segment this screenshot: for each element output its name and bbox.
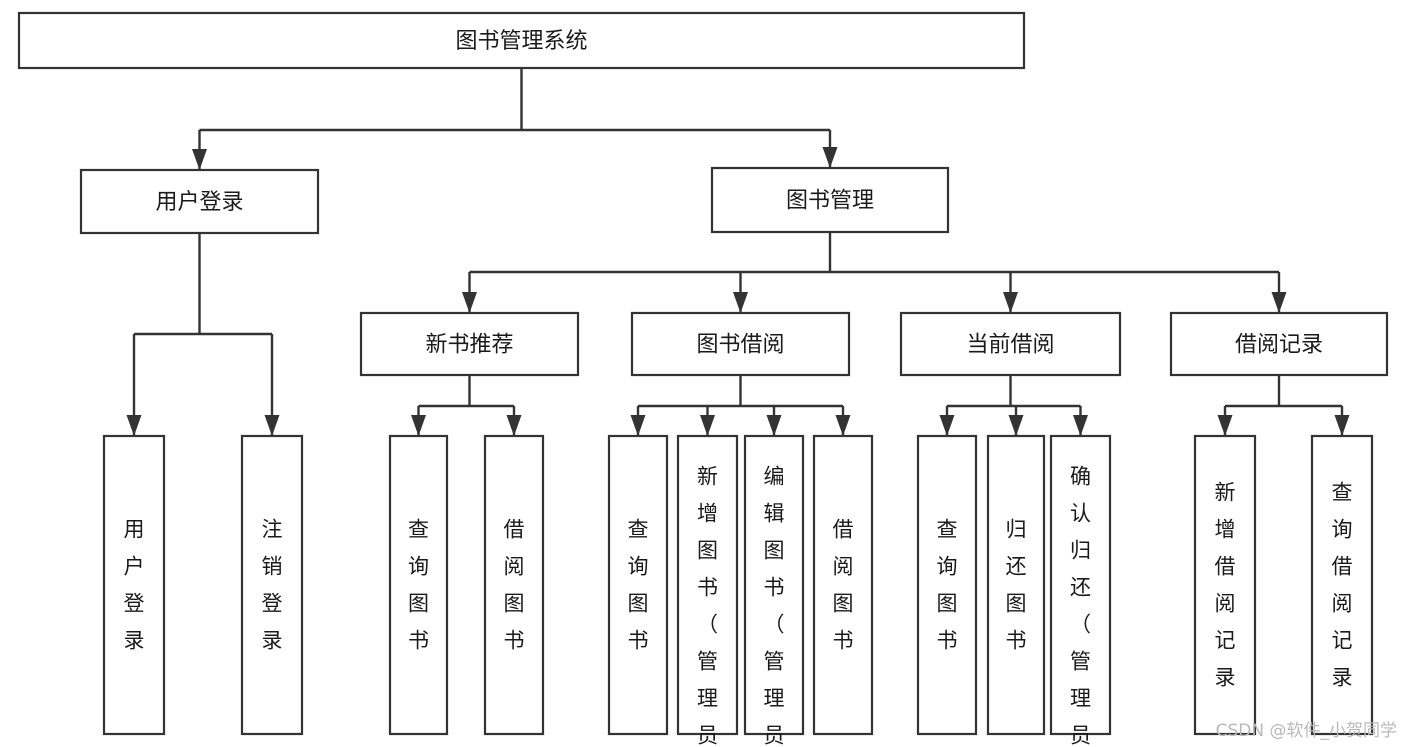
arrow-head-icon <box>1334 415 1350 436</box>
arrow-head-icon <box>630 415 646 436</box>
arrow-head-icon <box>939 415 955 436</box>
node-recommend-query-book[interactable]: 查询图书 <box>388 434 449 736</box>
node-label-borrow-borrow-book: 借阅图书 <box>833 518 854 653</box>
node-label-recommend-borrow-book: 借阅图书 <box>504 518 525 653</box>
node-book-borrow[interactable]: 图书借阅 <box>630 311 851 377</box>
node-user-login-logout[interactable]: 注销登录 <box>240 434 304 736</box>
node-user-login-login[interactable]: 用户登录 <box>102 434 166 736</box>
node-label-current-borrow: 当前借阅 <box>966 333 1054 358</box>
node-current-confirm-return[interactable]: 确认归还（管理员） <box>1049 434 1112 747</box>
arrow-head-icon <box>192 149 207 170</box>
node-box-book-management <box>710 166 950 234</box>
node-layer: 图书管理系统用户登录用户登录注销登录图书管理新书推荐查询图书借阅图书图书借阅查询… <box>17 11 1389 747</box>
node-borrow-add-book[interactable]: 新增图书（管理员） <box>676 434 739 747</box>
node-box-borrow-records <box>1169 311 1389 377</box>
node-box-current-confirm-return <box>1049 434 1112 736</box>
node-box-borrow-query-book <box>607 434 669 736</box>
arrow-head-icon <box>1271 292 1287 313</box>
arrow-head-icon <box>1073 415 1088 436</box>
node-label-records-query-record: 查询借阅记录 <box>1332 481 1353 690</box>
node-records-add-record[interactable]: 新增借阅记录 <box>1193 434 1257 736</box>
node-borrow-borrow-book[interactable]: 借阅图书 <box>812 434 874 736</box>
node-box-current-query-book <box>916 434 978 736</box>
node-root[interactable]: 图书管理系统 <box>17 11 1026 70</box>
node-box-root <box>17 11 1026 70</box>
node-label-new-book-recommend: 新书推荐 <box>425 333 513 358</box>
arrow-head-icon <box>822 147 838 168</box>
node-box-borrow-add-book <box>676 434 739 736</box>
arrow-head-icon <box>264 415 280 436</box>
node-label-borrow-edit-book: 编辑图书（管理员） <box>764 465 785 747</box>
node-label-user-login-login: 用户登录 <box>124 518 145 653</box>
arrow-head-icon <box>733 292 748 313</box>
node-label-records-add-record: 新增借阅记录 <box>1215 481 1236 690</box>
node-label-user-login: 用户登录 <box>155 190 243 215</box>
arrow-head-icon <box>1217 415 1233 436</box>
arrow-head-icon <box>411 415 426 436</box>
node-label-current-confirm-return: 确认归还（管理员） <box>1070 465 1091 747</box>
node-label-current-return-book: 归还图书 <box>1006 518 1027 653</box>
node-box-user-login-login <box>102 434 166 736</box>
arrow-head-icon <box>506 415 522 436</box>
node-label-current-query-book: 查询图书 <box>937 518 958 653</box>
arrow-head-icon <box>766 415 782 436</box>
node-label-borrow-add-book: 新增图书（管理员） <box>697 465 718 747</box>
node-box-records-query-record <box>1310 434 1374 736</box>
node-records-query-record[interactable]: 查询借阅记录 <box>1310 434 1374 736</box>
node-label-root: 图书管理系统 <box>455 29 587 54</box>
node-label-recommend-query-book: 查询图书 <box>408 518 429 653</box>
node-new-book-recommend[interactable]: 新书推荐 <box>359 311 580 377</box>
node-box-recommend-query-book <box>388 434 449 736</box>
node-current-borrow[interactable]: 当前借阅 <box>899 311 1122 377</box>
node-box-current-borrow <box>899 311 1122 377</box>
node-box-records-add-record <box>1193 434 1257 736</box>
node-user-login[interactable]: 用户登录 <box>79 168 320 235</box>
node-label-user-login-logout: 注销登录 <box>262 518 283 653</box>
node-box-borrow-edit-book <box>743 434 805 736</box>
node-box-borrow-borrow-book <box>812 434 874 736</box>
node-box-user-login-logout <box>240 434 304 736</box>
arrow-head-icon <box>1008 415 1024 436</box>
node-borrow-query-book[interactable]: 查询图书 <box>607 434 669 736</box>
node-label-borrow-records: 借阅记录 <box>1235 333 1323 358</box>
node-label-book-management: 图书管理 <box>786 189 874 214</box>
arrow-head-icon <box>126 415 142 436</box>
node-current-return-book[interactable]: 归还图书 <box>986 434 1046 736</box>
node-box-current-return-book <box>986 434 1046 736</box>
node-box-user-login <box>79 168 320 235</box>
connector-layer <box>126 68 1350 436</box>
node-label-borrow-query-book: 查询图书 <box>628 518 649 653</box>
node-recommend-borrow-book[interactable]: 借阅图书 <box>483 434 545 736</box>
arrow-head-icon <box>462 292 477 313</box>
node-book-management[interactable]: 图书管理 <box>710 166 950 234</box>
arrow-head-icon <box>835 415 851 436</box>
node-box-new-book-recommend <box>359 311 580 377</box>
node-borrow-edit-book[interactable]: 编辑图书（管理员） <box>743 434 805 747</box>
node-borrow-records[interactable]: 借阅记录 <box>1169 311 1389 377</box>
arrow-head-icon <box>700 415 715 436</box>
node-box-recommend-borrow-book <box>483 434 545 736</box>
arrow-head-icon <box>1003 292 1018 313</box>
node-current-query-book[interactable]: 查询图书 <box>916 434 978 736</box>
node-label-book-borrow: 图书借阅 <box>696 333 784 358</box>
node-box-book-borrow <box>630 311 851 377</box>
